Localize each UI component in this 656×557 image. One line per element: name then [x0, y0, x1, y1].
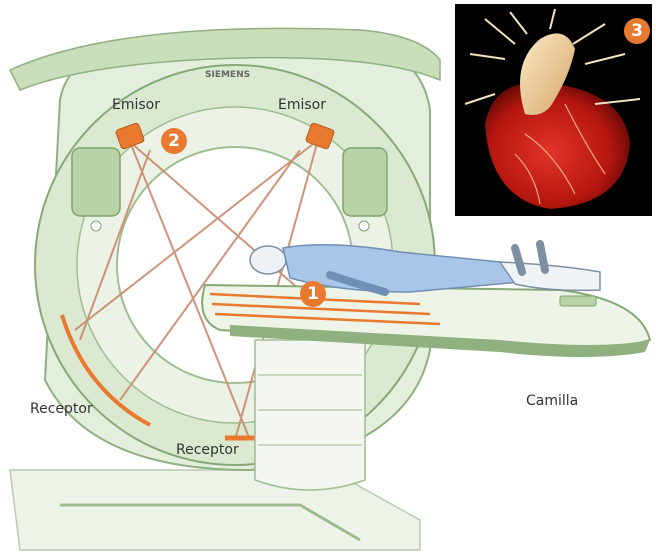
- couch-handle: [560, 296, 596, 306]
- badge-2: 2: [161, 128, 187, 154]
- label-camilla: Camilla: [526, 394, 578, 408]
- patient-head: [250, 246, 286, 274]
- heart-render-inset: [455, 4, 652, 216]
- right-panel-button: [359, 221, 369, 231]
- patient-legs: [500, 262, 600, 290]
- label-receptor-left: Receptor: [30, 402, 93, 416]
- label-receptor-bottom: Receptor: [176, 443, 239, 457]
- table-pedestal: [255, 340, 365, 490]
- heart-ventricle: [485, 82, 630, 209]
- right-display-panel: [343, 148, 387, 216]
- badge-1: 1: [300, 281, 326, 307]
- left-display-panel: [72, 148, 120, 216]
- brand-text: SIEMENS: [205, 70, 250, 80]
- heart-render-image: [455, 4, 652, 216]
- left-panel-button: [91, 221, 101, 231]
- label-emisor-left: Emisor: [112, 98, 160, 112]
- badge-3: 3: [624, 18, 650, 44]
- label-emisor-right: Emisor: [278, 98, 326, 112]
